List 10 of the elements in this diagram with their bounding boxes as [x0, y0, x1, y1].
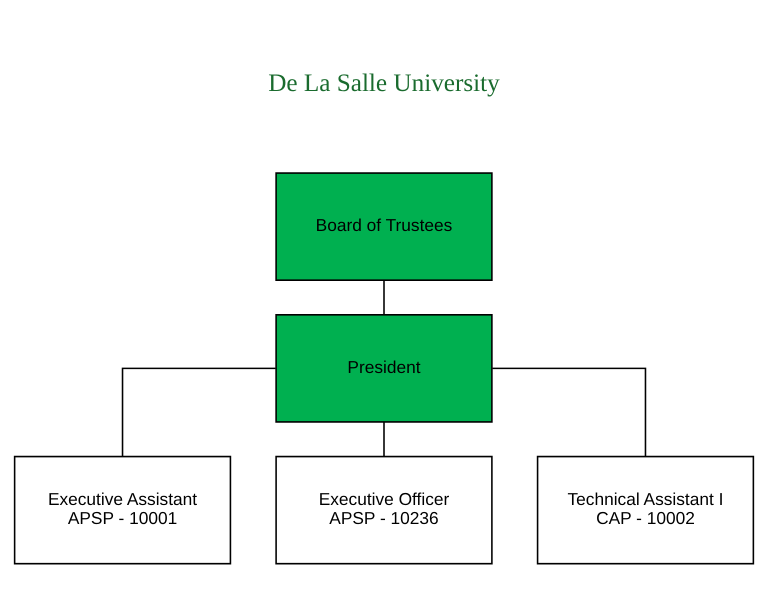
- connector: [383, 280, 385, 314]
- connector: [122, 367, 276, 456]
- node-box: Executive Assistant APSP - 10001: [14, 455, 232, 564]
- node-box: Technical Assistant I CAP - 10002: [536, 455, 754, 564]
- node-box: President: [275, 314, 493, 422]
- label: De La Salle University: [268, 69, 500, 96]
- node-box: Board of Trustees: [275, 172, 493, 280]
- connector: [383, 421, 385, 456]
- connector: [492, 367, 646, 456]
- node-box: Executive Officer APSP - 10236: [275, 455, 493, 564]
